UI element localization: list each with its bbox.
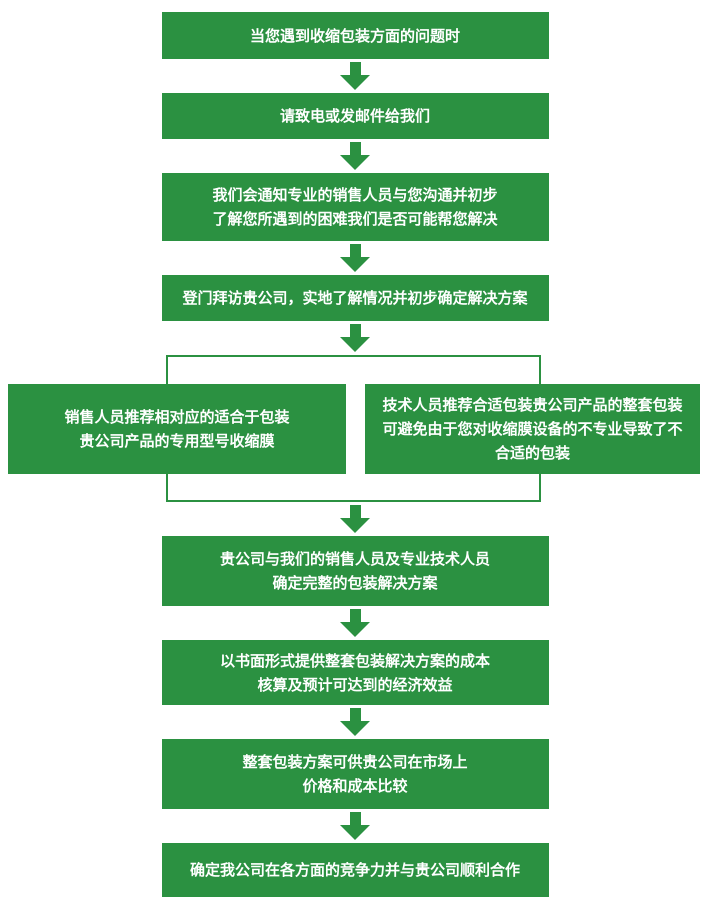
flow-step-8-label: 确定我公司在各方面的竞争力并与贵公司顺利合作 (189, 861, 520, 879)
down-arrow-icon (340, 324, 371, 352)
branch-left-box: 销售人员推荐相对应的适合于包装 贵公司产品的专用型号收缩膜 (8, 384, 346, 474)
flow-step-2-label: 请致电或发邮件给我们 (279, 107, 430, 125)
flow-step-5-label: 贵公司与我们的销售人员及专业技术人员 确定完整的包装解决方案 (219, 550, 490, 592)
flow-step-7: 整套包装方案可供贵公司在市场上 价格和成本比较 (161, 739, 549, 809)
down-arrow-icon (340, 708, 371, 736)
down-arrow-icon (340, 244, 371, 272)
down-arrow-icon (340, 609, 371, 637)
flow-step-2: 请致电或发邮件给我们 (161, 93, 549, 139)
branch-section: 销售人员推荐相对应的适合于包装 贵公司产品的专用型号收缩膜 技术人员推荐合适包装… (0, 355, 710, 502)
branch-left-label: 销售人员推荐相对应的适合于包装 贵公司产品的专用型号收缩膜 (64, 408, 290, 450)
flow-step-5: 贵公司与我们的销售人员及专业技术人员 确定完整的包装解决方案 (161, 536, 549, 606)
branch-right-box: 技术人员推荐合适包装贵公司产品的整套包装 可避免由于您对收缩膜设备的不专业导致了… (365, 384, 700, 474)
flow-step-8: 确定我公司在各方面的竞争力并与贵公司顺利合作 (161, 843, 549, 897)
flow-step-4-label: 登门拜访贵公司，实地了解情况并初步确定解决方案 (182, 289, 528, 307)
flow-step-6-label: 以书面形式提供整套包装解决方案的成本 核算及预计可达到的经济效益 (219, 651, 490, 694)
down-arrow-icon (340, 812, 371, 840)
flow-step-3-label: 我们会通知专业的销售人员与您沟通并初步 了解您所遇到的困难我们是否可能帮您解决 (212, 186, 498, 228)
down-arrow-icon (340, 142, 371, 170)
flow-step-6: 以书面形式提供整套包装解决方案的成本 核算及预计可达到的经济效益 (161, 640, 549, 705)
flow-step-1: 当您遇到收缩包装方面的问题时 (161, 12, 549, 59)
flow-step-4: 登门拜访贵公司，实地了解情况并初步确定解决方案 (161, 275, 549, 321)
down-arrow-icon (340, 62, 371, 90)
flow-step-3: 我们会通知专业的销售人员与您沟通并初步 了解您所遇到的困难我们是否可能帮您解决 (161, 173, 549, 241)
branch-right-label: 技术人员推荐合适包装贵公司产品的整套包装 可避免由于您对收缩膜设备的不专业导致了… (382, 396, 683, 462)
flow-step-1-label: 当您遇到收缩包装方面的问题时 (249, 26, 460, 45)
flow-step-7-label: 整套包装方案可供贵公司在市场上 价格和成本比较 (242, 753, 468, 795)
down-arrow-icon (340, 505, 371, 533)
